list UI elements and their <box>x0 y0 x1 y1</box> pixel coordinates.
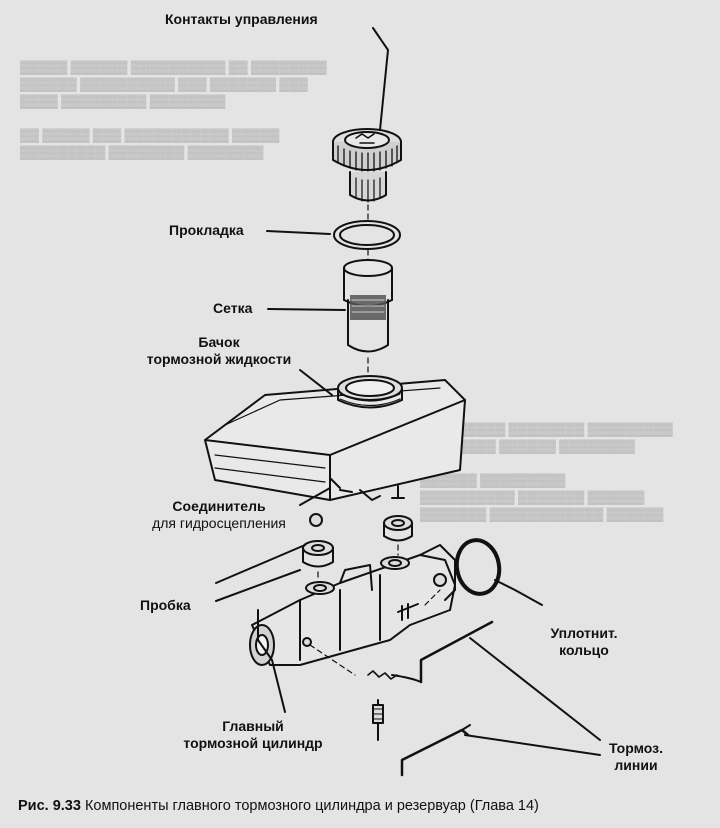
brake-lines <box>367 620 494 777</box>
label-plug: Пробка <box>140 597 191 613</box>
label-lines-line1: Тормоз. <box>609 740 663 756</box>
sealing-ring <box>454 538 502 596</box>
label-connector-line2: для гидросцепления <box>152 515 286 531</box>
label-seal-line2: кольцо <box>559 642 609 658</box>
label-sealing-ring: Уплотнит. кольцо <box>536 625 632 659</box>
grommet-plugs <box>302 515 413 568</box>
assembly-axes <box>309 204 441 676</box>
figure-caption: Рис. 9.33 Компоненты главного тормозного… <box>18 796 708 816</box>
label-seal-line1: Уплотнит. <box>550 625 618 641</box>
caption-number: Рис. 9.33 <box>18 798 81 814</box>
reservoir-cap <box>332 128 402 203</box>
leader-lines <box>215 27 601 756</box>
label-screen: Сетка <box>213 300 253 316</box>
label-master-cylinder: Главный тормозной цилиндр <box>168 718 338 752</box>
label-gasket: Прокладка <box>169 222 244 238</box>
label-lines-line2: линии <box>614 757 658 773</box>
background-print: ▓▓▓▓▓ ▓▓▓▓▓▓ ▓▓▓▓▓▓▓▓▓▓ ▓▓ ▓▓▓▓▓▓▓▓ ▓▓▓▓… <box>20 59 327 159</box>
label-connector-line1: Соединитель <box>172 498 266 514</box>
label-reservoir-line2: тормозной жидкости <box>146 351 292 367</box>
strainer-screen <box>343 259 393 353</box>
background-print-right: ▓▓▓▓▓▓▓▓▓ ▓▓▓▓▓▓▓▓ ▓▓▓▓▓▓▓▓▓ ▓▓▓▓▓▓▓▓ ▓▓… <box>420 421 673 521</box>
label-control-contacts: Контакты управления <box>165 11 318 27</box>
label-brake-lines: Тормоз. линии <box>600 740 672 774</box>
label-reservoir-line1: Бачок <box>198 334 240 350</box>
label-connector: Соединитель для гидросцепления <box>128 498 310 532</box>
label-master-line2: тормозной цилиндр <box>183 735 323 751</box>
caption-text: Компоненты главного тормозного цилиндра … <box>84 798 539 814</box>
label-master-line1: Главный <box>222 718 284 734</box>
master-cylinder <box>249 544 456 666</box>
fluid-reservoir <box>204 375 466 527</box>
label-reservoir: Бачок тормозной жидкости <box>128 334 310 368</box>
gasket <box>333 220 401 250</box>
